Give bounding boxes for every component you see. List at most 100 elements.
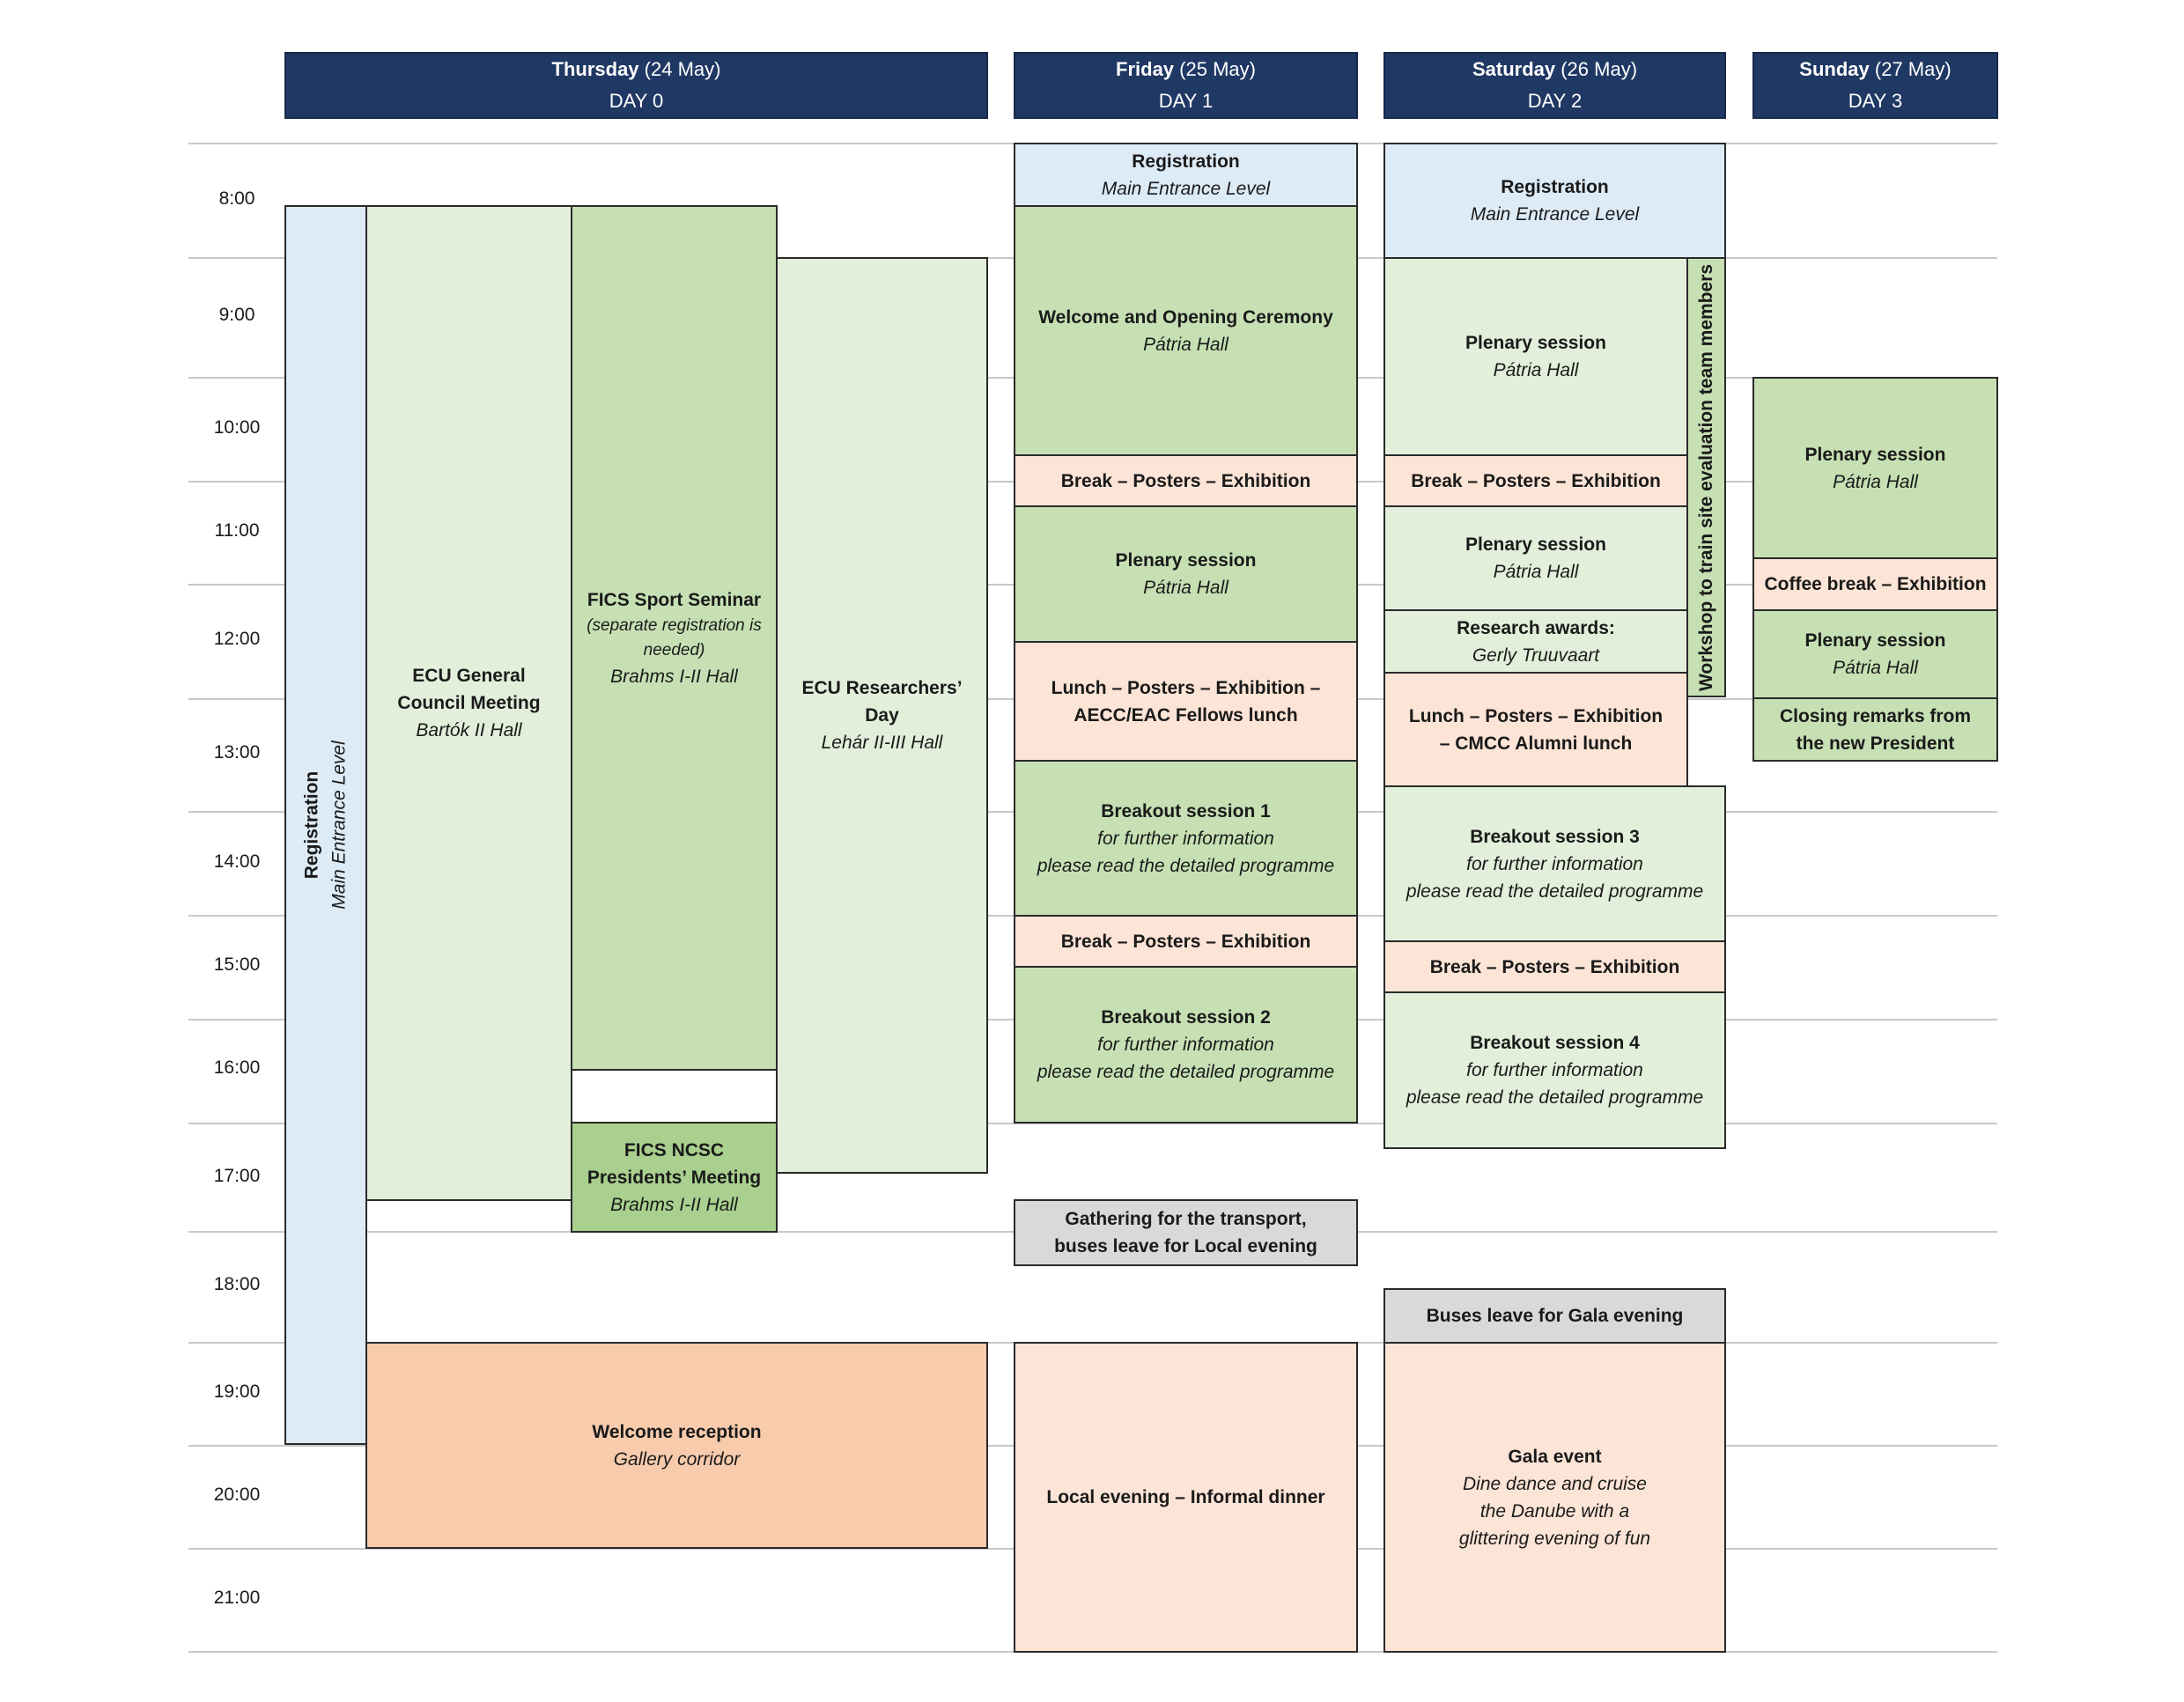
day-date: (24 May) [644,58,721,80]
sat-awards-block: Research awards: Gerly Truuvaart [1383,609,1688,674]
sat-breakout3-block: Breakout session 3 for further informati… [1383,785,1726,942]
time-label: 18:00 [213,1274,261,1294]
event-title: Lunch – Posters – Exhibition – CMCC Alum… [1408,705,1664,754]
event-location: Pátria Hall [1833,658,1918,678]
event-note: please read the detailed programme [1037,855,1335,876]
event-title: Research awards: [1457,617,1615,638]
sat-gala-block: Gala event Dine dance and cruise the Dan… [1383,1342,1726,1653]
event-location: Bartók II Hall [416,720,522,740]
fri-lunch-block: Lunch – Posters – Exhibition – AECC/EAC … [1014,641,1358,762]
sat-plenary2-block: Plenary session Pátria Hall [1383,505,1688,611]
day-name: Thursday [551,58,639,80]
time-label: 21:00 [213,1588,261,1608]
event-note: Dine dance and cruise [1463,1473,1647,1494]
fri-breakout1-block: Breakout session 1 for further informati… [1014,760,1358,917]
day-date: (27 May) [1874,58,1952,80]
event-title: Closing remarks from the new President [1779,705,1972,754]
event-location: Brahms I-II Hall [610,1194,738,1215]
event-title: Lunch – Posters – Exhibition – AECC/EAC … [1051,677,1321,726]
event-title: Buses leave for Gala evening [1426,1306,1684,1326]
event-title: Plenary session [1804,444,1946,465]
day-label: DAY 1 [1158,90,1214,112]
event-location: Main Entrance Level [1470,204,1640,225]
event-location: Gallery corridor [613,1448,741,1470]
event-location: Pátria Hall [1493,360,1579,380]
thu-fics-ncsc-block: FICS NCSC Presidents’ Meeting Brahms I-I… [571,1122,778,1233]
sun-plenary1-block: Plenary session Pátria Hall [1752,377,1998,559]
time-label: 17:00 [213,1166,261,1186]
event-title: FICS NCSC Presidents’ Meeting [587,1139,762,1188]
event-title: FICS Sport Seminar [587,589,762,610]
event-title: ECU General Council Meeting [397,666,541,713]
event-title: Workshop to train site evaluation team m… [1696,263,1717,691]
event-title: Break – Posters – Exhibition [1060,470,1311,491]
sun-closing-block: Closing remarks from the new President [1752,697,1998,762]
fri-registration-block: Registration Main Entrance Level [1014,143,1358,207]
day-date: (26 May) [1561,58,1638,80]
day-header-saturday: Saturday (26 May) DAY 2 [1383,52,1726,119]
fri-break2-block: Break – Posters – Exhibition [1014,915,1358,968]
time-label: 13:00 [213,742,261,763]
thu-empty-slot [571,1069,778,1124]
event-title: Break – Posters – Exhibition [1411,470,1661,491]
time-label: 9:00 [218,305,255,325]
time-label: 12:00 [213,629,261,649]
time-label: 20:00 [213,1485,261,1505]
time-label: 19:00 [213,1381,261,1402]
event-note: the Danube with a [1479,1500,1630,1521]
event-title: Gathering for the transport, buses leave… [1054,1209,1317,1256]
sat-lunch-block: Lunch – Posters – Exhibition – CMCC Alum… [1383,672,1688,787]
sat-buses-block: Buses leave for Gala evening [1383,1288,1726,1344]
event-note: for further information [1097,1035,1274,1055]
day-name: Sunday [1799,58,1870,80]
sat-breakout4-block: Breakout session 4 for further informati… [1383,991,1726,1149]
event-note: please read the detailed programme [1406,1087,1704,1108]
event-title: Breakout session 3 [1470,826,1640,847]
day-name: Saturday [1472,58,1556,80]
day-header-sunday: Sunday (27 May) DAY 3 [1752,52,1998,119]
event-title: Break – Posters – Exhibition [1429,956,1680,977]
fri-break1-block: Break – Posters – Exhibition [1014,454,1358,507]
fri-breakout2-block: Breakout session 2 for further informati… [1014,966,1358,1124]
event-title: Plenary session [1465,534,1606,555]
event-note: for further information [1097,828,1274,849]
event-title: Registration [1132,151,1240,172]
sat-workshop-block: Workshop to train site evaluation team m… [1686,257,1726,697]
event-title: Registration [1501,177,1609,197]
fri-welcome-block: Welcome and Opening Ceremony Pátria Hall [1014,205,1358,456]
fri-plenary-block: Plenary session Pátria Hall [1014,505,1358,643]
day-date: (25 May) [1179,58,1256,80]
sat-registration-block: Registration Main Entrance Level [1383,143,1726,259]
sun-coffee-block: Coffee break – Exhibition [1752,557,1998,611]
event-location: Pátria Hall [1833,471,1918,492]
fri-gathering-block: Gathering for the transport, buses leave… [1014,1199,1358,1266]
event-title: Break – Posters – Exhibition [1060,931,1311,952]
day-label: DAY 2 [1527,90,1583,112]
event-location: Pátria Hall [1143,334,1228,355]
event-title: Breakout session 2 [1101,1007,1271,1028]
event-title: Welcome reception [592,1421,762,1442]
day-label: DAY 3 [1848,90,1903,112]
event-title: Coffee break – Exhibition [1764,574,1987,594]
time-label: 10:00 [213,417,261,438]
day-header-friday: Friday (25 May) DAY 1 [1014,52,1358,119]
time-label: 8:00 [218,188,255,209]
event-title: Gala event [1508,1446,1602,1467]
event-title: Plenary session [1804,630,1946,651]
event-note: (separate registration is needed) [587,615,762,659]
day-header-thursday: Thursday (24 May) DAY 0 [284,52,988,119]
event-title: ECU Researchers’ Day [801,678,963,726]
thu-ecu-council-block: ECU General Council Meeting Bartók II Ha… [365,205,572,1201]
thu-reception-block: Welcome reception Gallery corridor [365,1342,988,1549]
event-note: glittering evening of fun [1458,1528,1651,1549]
event-location: Pátria Hall [1493,562,1579,582]
event-location: Gerly Truuvaart [1472,645,1600,666]
sat-plenary1-block: Plenary session Pátria Hall [1383,257,1688,456]
event-title: Registration [302,770,323,880]
time-label: 11:00 [214,520,260,541]
event-title: Breakout session 1 [1101,800,1271,822]
event-title: Welcome and Opening Ceremony [1038,306,1333,328]
sat-break2-block: Break – Posters – Exhibition [1383,940,1726,993]
fri-local-evening-block: Local evening – Informal dinner [1014,1342,1358,1653]
event-note: please read the detailed programme [1037,1062,1335,1082]
